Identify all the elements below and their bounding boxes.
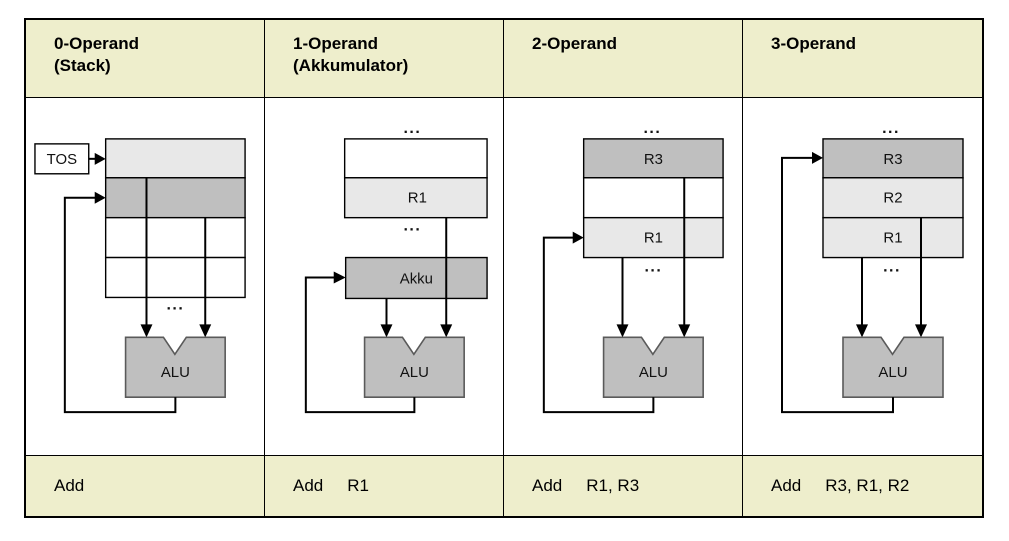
instruction-operands: R1 bbox=[347, 476, 369, 495]
instruction-operands: R1, R3 bbox=[586, 476, 640, 495]
akku-box bbox=[344, 256, 488, 300]
register-cell-r1 bbox=[582, 216, 724, 259]
ellipsis-bottom: ... bbox=[644, 259, 662, 276]
r2-label: R2 bbox=[883, 190, 902, 207]
header-line-1: 2-Operand bbox=[532, 34, 618, 53]
r1-label: R1 bbox=[644, 230, 663, 247]
alu-box bbox=[124, 336, 226, 398]
header-0-operand: 0-Operand (Stack) bbox=[26, 20, 265, 98]
r3-label: R3 bbox=[644, 151, 663, 168]
r1-label: R1 bbox=[883, 230, 902, 247]
stack-cell-third bbox=[104, 216, 246, 259]
diagram-cell-3-operand: ... R3 R2 R1 ... ALU bbox=[743, 98, 982, 456]
arrow-right-icon bbox=[94, 152, 106, 165]
register-cell-r1 bbox=[343, 177, 488, 219]
ellipsis-top: ... bbox=[403, 120, 421, 137]
arrow-down-icon bbox=[199, 324, 212, 338]
arrow-down-icon bbox=[140, 324, 153, 338]
header-line-1: 1-Operand bbox=[293, 34, 379, 53]
header-line-2: (Akkumulator) bbox=[293, 56, 409, 76]
three-operand-machine-diagram: ... R3 R2 R1 ... ALU bbox=[781, 120, 964, 414]
arrow-down-icon bbox=[380, 324, 393, 338]
header-1-operand: 1-Operand (Akkumulator) bbox=[265, 20, 504, 98]
header-line-2: (Stack) bbox=[54, 56, 111, 76]
arrow-right-icon bbox=[812, 151, 823, 164]
instruction-cell-stack: Add bbox=[26, 456, 265, 516]
instruction-cell-akkumulator: Add R1 bbox=[265, 456, 504, 516]
arrow-right-icon bbox=[333, 271, 346, 284]
arrow-right-icon bbox=[94, 191, 106, 204]
instruction-operands: R3, R1, R2 bbox=[825, 476, 910, 495]
arrow-down-icon bbox=[915, 324, 927, 338]
ellipsis-middle: ... bbox=[403, 218, 421, 235]
ellipsis-top: ... bbox=[882, 120, 900, 137]
ellipsis-bottom: ... bbox=[166, 296, 184, 313]
feedback-line bbox=[781, 156, 894, 414]
diagram-cell-akkumulator: ... R1 ... Akku ALU bbox=[265, 98, 504, 456]
r1-label: R1 bbox=[408, 190, 427, 207]
alu-label: ALU bbox=[878, 364, 907, 381]
register-cell-r3 bbox=[582, 138, 724, 179]
stack-machine-diagram: TOS ... ALU bbox=[34, 138, 246, 414]
instruction-mnemonic: Add bbox=[54, 476, 85, 495]
r3-label: R3 bbox=[883, 151, 902, 168]
ellipsis-top: ... bbox=[643, 120, 661, 137]
register-cell-r3 bbox=[822, 138, 964, 179]
instruction-mnemonic: Add bbox=[293, 476, 324, 495]
alu-label: ALU bbox=[639, 364, 668, 381]
arrow-down-icon bbox=[856, 324, 868, 338]
alu-box bbox=[842, 336, 944, 398]
arrow-right-icon bbox=[572, 231, 584, 244]
alu-box bbox=[363, 336, 465, 398]
instruction-mnemonic: Add bbox=[771, 476, 802, 495]
instruction-cell-3-operand: Add R3, R1, R2 bbox=[743, 456, 982, 516]
register-cell-blank bbox=[582, 177, 724, 219]
tos-box bbox=[34, 143, 90, 175]
stack-cell-top bbox=[104, 138, 246, 179]
header-3-operand: 3-Operand bbox=[743, 20, 982, 98]
alu-label: ALU bbox=[161, 364, 190, 381]
two-operand-machine-diagram: ... R3 R1 ... ALU bbox=[542, 120, 724, 414]
header-line-1: 3-Operand bbox=[771, 34, 857, 53]
arrow-down-icon bbox=[616, 324, 629, 338]
instruction-cell-2-operand: Add R1, R3 bbox=[504, 456, 743, 516]
accumulator-machine-diagram: ... R1 ... Akku ALU bbox=[304, 120, 488, 414]
arrow-down-icon bbox=[440, 324, 453, 338]
header-line-1: 0-Operand bbox=[54, 34, 140, 53]
feedback-line bbox=[63, 196, 177, 414]
register-cell-r1 bbox=[822, 216, 964, 259]
alu-label: ALU bbox=[400, 364, 429, 381]
akku-label: Akku bbox=[400, 270, 433, 287]
register-cell-blank bbox=[343, 138, 488, 179]
feedback-line bbox=[304, 276, 416, 414]
diagram-cell-stack: TOS ... ALU bbox=[26, 98, 265, 456]
arrow-down-icon bbox=[678, 324, 691, 338]
register-cell-r2 bbox=[822, 177, 964, 219]
ellipsis-bottom: ... bbox=[883, 259, 901, 276]
instruction-mnemonic: Add bbox=[532, 476, 563, 495]
stack-cell-second bbox=[104, 177, 246, 219]
header-2-operand: 2-Operand bbox=[504, 20, 743, 98]
operand-architecture-table: 0-Operand (Stack) 1-Operand (Akkumulator… bbox=[24, 18, 984, 518]
feedback-line bbox=[542, 236, 655, 414]
tos-label: TOS bbox=[47, 151, 77, 168]
diagram-cell-2-operand: ... R3 R1 ... ALU bbox=[504, 98, 743, 456]
stack-cell-fourth bbox=[104, 256, 246, 299]
alu-box bbox=[602, 336, 704, 398]
